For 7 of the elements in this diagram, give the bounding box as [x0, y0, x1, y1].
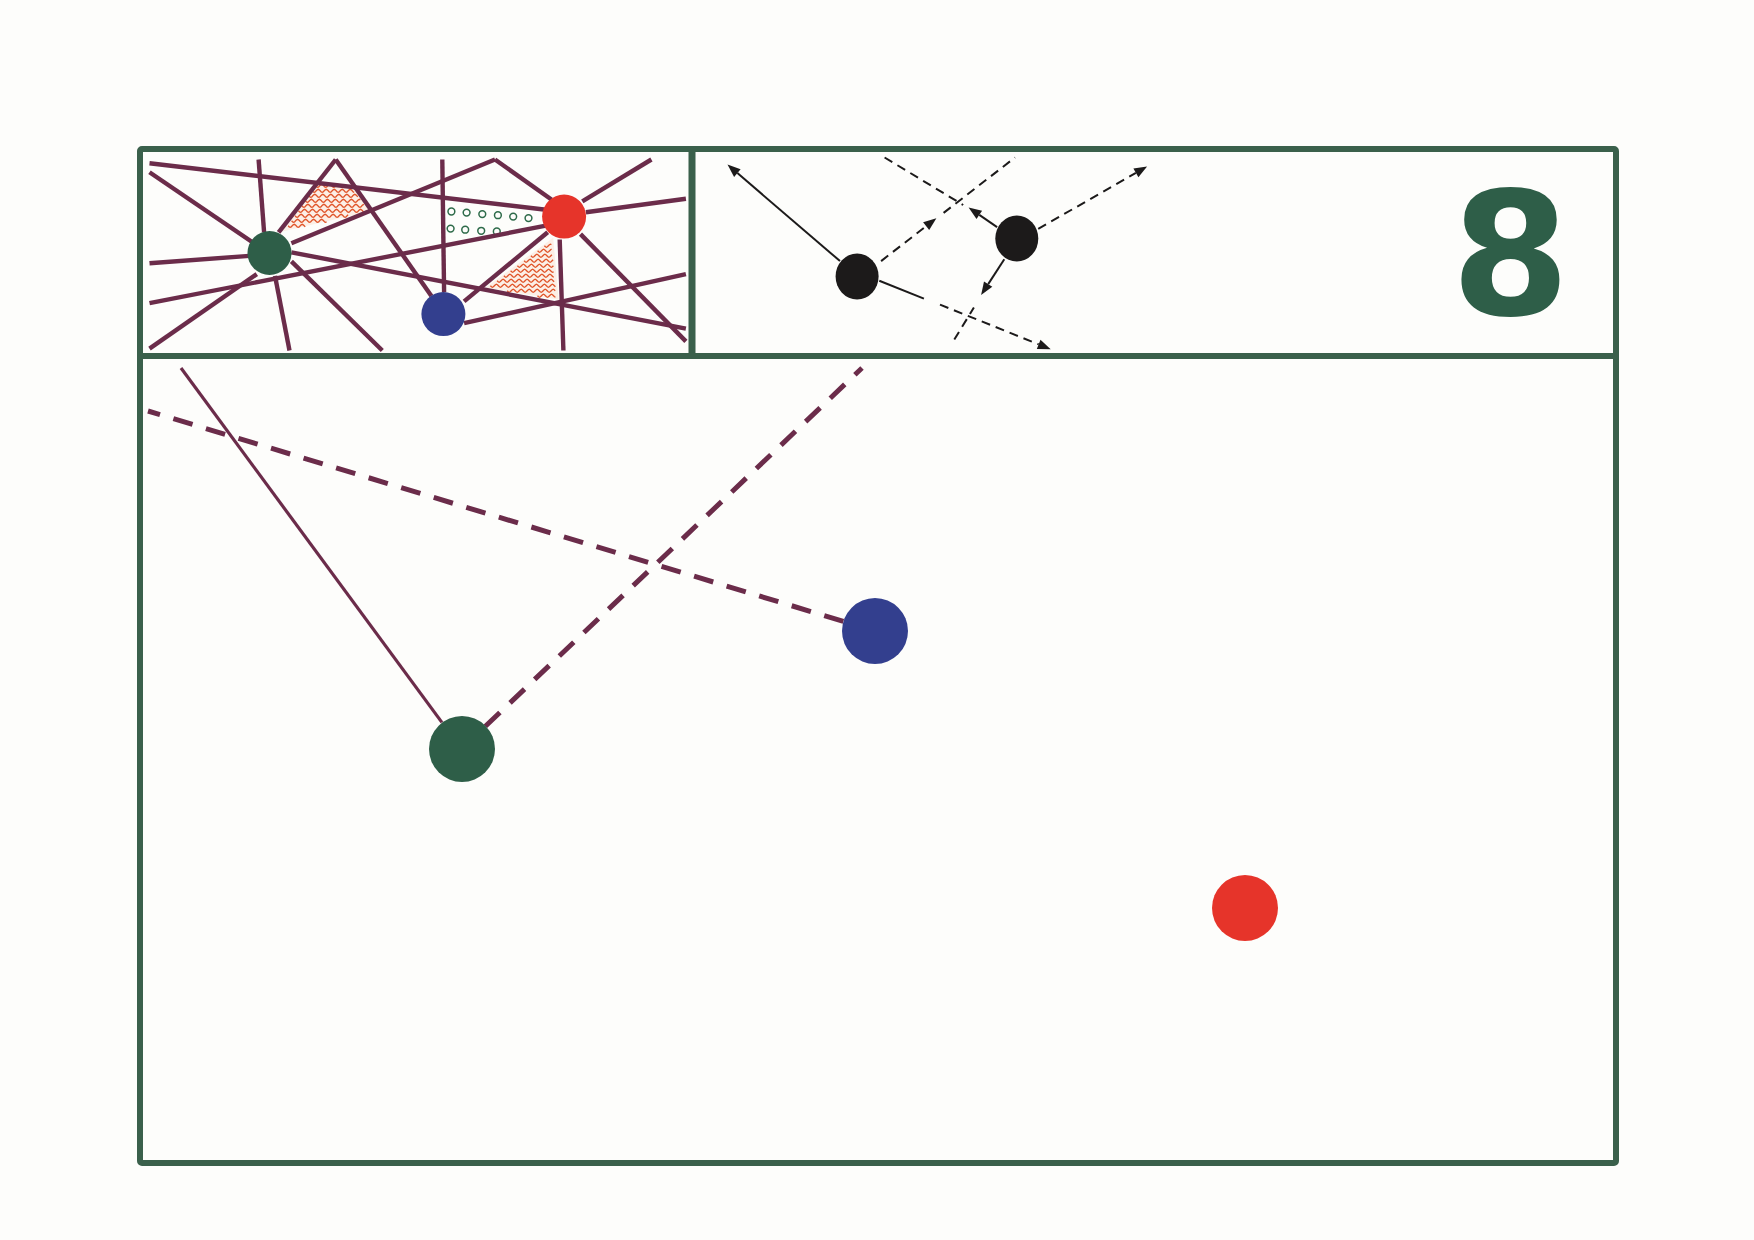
dashed-line	[483, 366, 864, 729]
panel-number: 8	[1451, 170, 1570, 341]
dot-icon	[428, 716, 495, 782]
solid-line	[179, 367, 444, 724]
dot-icon	[842, 598, 908, 664]
dot-icon	[1212, 875, 1278, 941]
dashed-line	[147, 408, 845, 624]
